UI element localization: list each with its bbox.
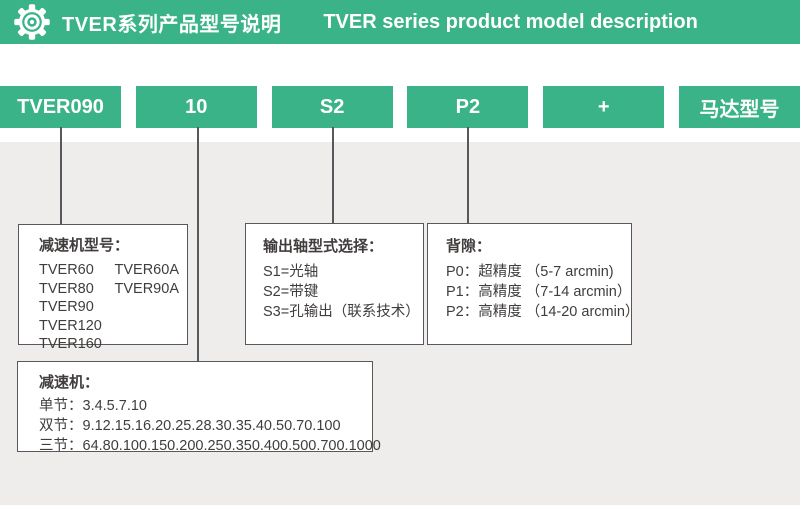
- callout-title: 减速机型号：: [39, 237, 130, 254]
- gear-icon: [12, 2, 52, 42]
- segment-plus: +: [543, 86, 665, 128]
- ratio-option: 三节：64.80.100.150.200.250.350.400.500.700…: [39, 438, 381, 454]
- ratio-option: 单节：3.4.5.7.10: [39, 398, 147, 414]
- backlash-option: P0：超精度 （5-7 arcmin): [446, 264, 614, 280]
- connector-line-backlash: [467, 127, 469, 224]
- callout-output-shaft: 输出轴型式选择： S1=光轴 S2=带键 S3=孔输出（联系技术）: [245, 223, 424, 345]
- model-option: TVER80: [39, 280, 94, 297]
- segment-ratio: 10: [135, 86, 257, 128]
- model-option: TVER90: [39, 299, 94, 316]
- callout-gearbox-model: 减速机型号： TVER60 TVER80 TVER90 TVER120 TVER…: [18, 224, 188, 352]
- model-option: TVER120: [39, 317, 102, 334]
- connector-line-output-shaft: [332, 127, 334, 224]
- callout-backlash: 背隙： P0：超精度 （5-7 arcmin) P1：高精度 （7-14 arc…: [427, 223, 640, 345]
- model-option: TVER160: [39, 336, 102, 353]
- callout-title: 背隙：: [446, 238, 492, 255]
- shaft-option: S2=带键: [263, 284, 319, 300]
- backlash-option: P2：高精度 （14-20 arcmin）: [446, 304, 640, 320]
- segment-output-shaft: S2: [271, 86, 393, 128]
- model-option: TVER90A: [114, 280, 179, 297]
- ratio-option: 双节：9.12.15.16.20.25.28.30.35.40.50.70.10…: [39, 418, 341, 434]
- connector-line-series: [60, 127, 62, 225]
- header-bar: TVER系列产品型号说明 TVER series product model d…: [0, 0, 800, 44]
- model-code-row: TVER090 10 S2 P2 + 马达型号: [0, 86, 800, 128]
- shaft-option: S3=孔输出（联系技术）: [263, 304, 420, 320]
- page-title-en: TVER series product model description: [323, 10, 698, 33]
- model-option: TVER60A: [114, 262, 179, 278]
- callout-reducer-ratios: 减速机： 单节：3.4.5.7.10 双节：9.12.15.16.20.25.2…: [17, 361, 381, 454]
- segment-motor-model: 马达型号: [678, 86, 800, 128]
- callout-title: 输出轴型式选择：: [263, 238, 384, 255]
- model-option: TVER60: [39, 262, 94, 278]
- shaft-option: S1=光轴: [263, 264, 319, 280]
- page-title-cn: TVER系列产品型号说明: [62, 13, 282, 36]
- callout-title: 减速机：: [39, 374, 100, 391]
- segment-backlash: P2: [407, 86, 529, 128]
- backlash-option: P1：高精度 （7-14 arcmin）: [446, 284, 632, 300]
- segment-series: TVER090: [0, 86, 121, 128]
- connector-line-ratio: [197, 127, 199, 361]
